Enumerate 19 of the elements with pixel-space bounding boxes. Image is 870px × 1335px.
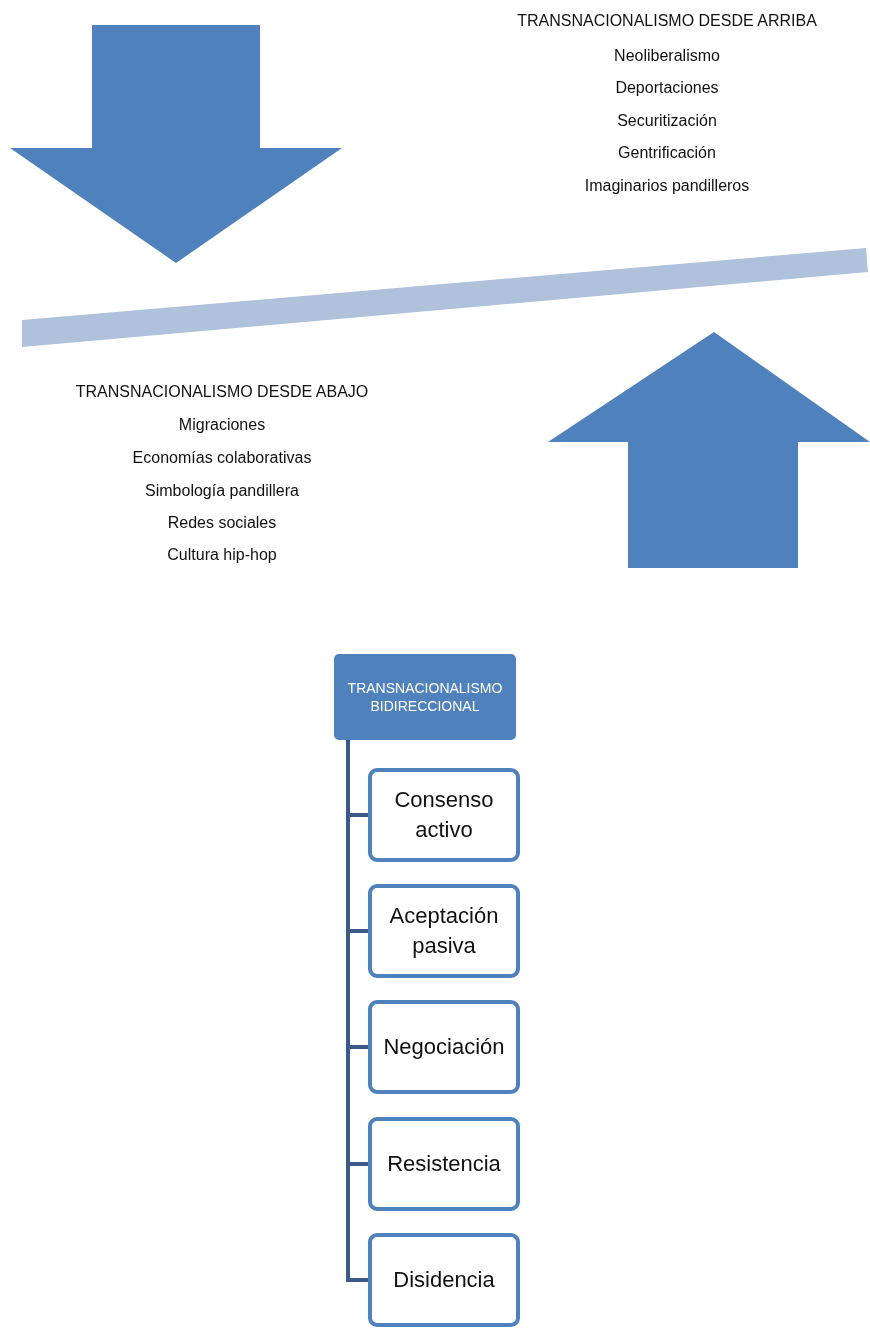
category-box: Negociación xyxy=(368,1000,520,1094)
list-item-text: Neoliberalismo xyxy=(614,47,720,65)
heading-text: TRANSNACIONALISMO DESDE ARRIBA xyxy=(517,12,817,30)
heading-text: TRANSNACIONALISMO DESDE ABAJO xyxy=(75,383,369,401)
list-item-text: Gentrificación xyxy=(618,144,716,162)
category-box: Consenso activo xyxy=(368,768,520,862)
list-item-text: Economías colaborativas xyxy=(132,449,312,467)
category-box: Disidencia xyxy=(368,1233,520,1327)
category-box: Resistencia xyxy=(368,1117,520,1211)
list-item-text: Redes sociales xyxy=(167,514,277,532)
root-box: TRANSNACIONALISMO BIDIRECCIONAL xyxy=(334,654,516,740)
list-item-text: Cultura hip-hop xyxy=(167,546,277,564)
list-item-text: Imaginarios pandilleros xyxy=(584,177,750,195)
list-item-text: Migraciones xyxy=(178,416,266,434)
connector-line xyxy=(346,740,368,1282)
list-item-text: Simbología pandillera xyxy=(145,482,299,500)
list-item-text: Deportaciones xyxy=(615,79,719,97)
category-box: Aceptación pasiva xyxy=(368,884,520,978)
list-item-text: Securitización xyxy=(617,112,717,130)
